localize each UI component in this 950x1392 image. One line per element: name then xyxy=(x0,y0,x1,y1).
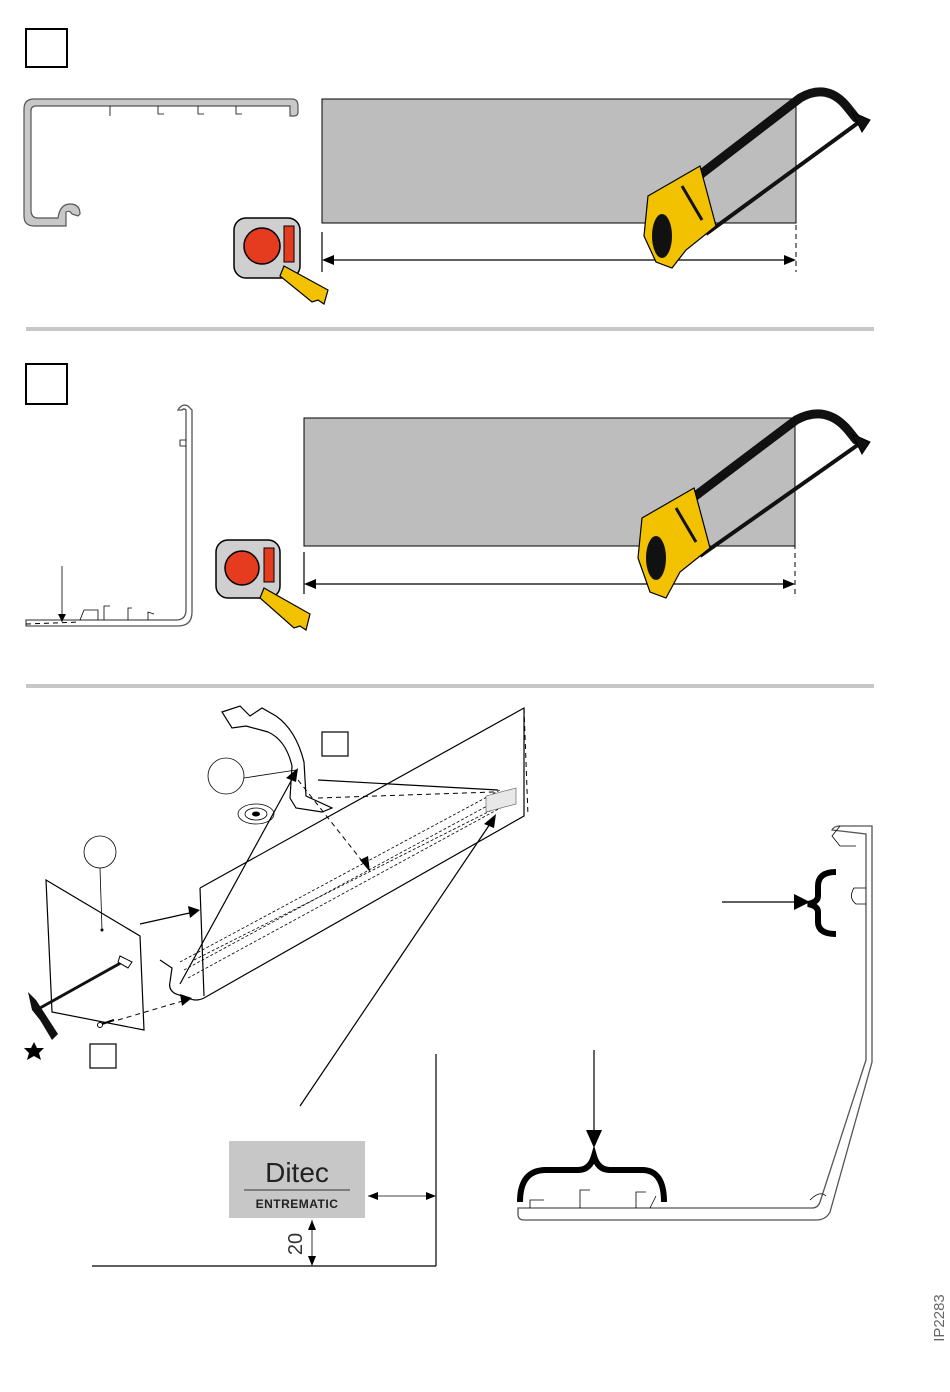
step-2-profile-section xyxy=(26,405,192,626)
right-brace-vertical xyxy=(722,872,836,934)
bracket-callout-circle xyxy=(208,758,244,794)
end-cap-callout-circle xyxy=(84,836,116,868)
assembly-arrows xyxy=(118,768,498,1106)
step-1-profile-ribs xyxy=(110,106,242,116)
screw-ref-box xyxy=(90,1044,116,1068)
step-2-measure-arrow xyxy=(304,579,795,589)
step-2 xyxy=(26,364,870,630)
step-1-measure-arrow xyxy=(322,255,796,265)
logo-sub-brand: ENTREMATIC xyxy=(256,1197,339,1211)
right-brace-horizontal xyxy=(520,1050,664,1202)
bracket xyxy=(222,706,332,812)
logo-brand: Ditec xyxy=(265,1157,329,1188)
dimension-value: 20 xyxy=(285,1233,307,1255)
cover-profile-internal-lines xyxy=(180,790,504,978)
bracket-ref-box xyxy=(322,732,348,756)
tape-measure-icon xyxy=(216,540,310,630)
end-cap-callout-leader xyxy=(100,868,102,930)
tape-measure-icon xyxy=(234,218,328,304)
step-3: Ditec ENTREMATIC 20 xyxy=(24,706,872,1266)
step-2-number-box xyxy=(26,364,67,404)
step-2-profile-ribs xyxy=(80,440,186,620)
step-1 xyxy=(24,29,870,304)
step-1-profile-section xyxy=(24,99,298,226)
torx-star-icon xyxy=(24,1042,44,1060)
logo-plate-small xyxy=(486,788,516,812)
logo-plate: Ditec ENTREMATIC xyxy=(229,1141,365,1218)
screwdriver-icon xyxy=(28,956,132,1040)
document-code: IP2283 xyxy=(931,1294,948,1342)
step-1-number-box xyxy=(26,29,67,67)
step-2-panel xyxy=(304,418,795,546)
end-cap xyxy=(46,880,144,1030)
